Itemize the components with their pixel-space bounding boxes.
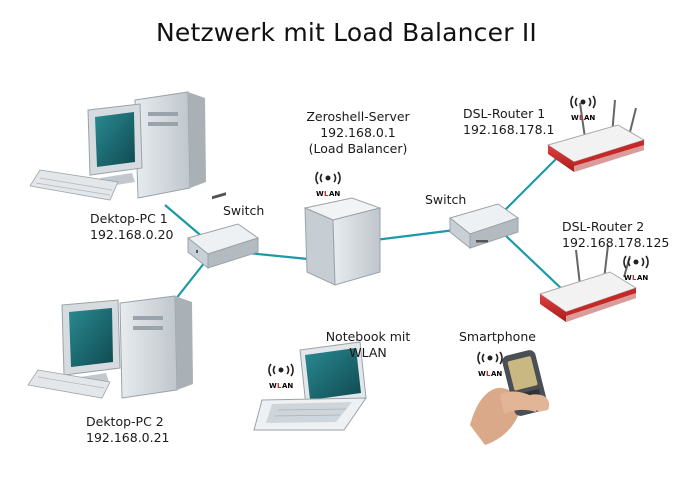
pc2-ip: 192.168.0.21: [86, 430, 170, 445]
notebook-label: Notebook mit WLAN: [316, 329, 420, 361]
pc1-ip: 192.168.0.20: [90, 227, 174, 242]
desktop-pc-1-icon: [29, 91, 206, 201]
svg-text:AN: AN: [584, 114, 595, 122]
pc1-label: Dektop-PC 1 192.168.0.20: [90, 211, 174, 243]
svg-text:W: W: [624, 274, 632, 282]
switch-right-icon: [448, 203, 520, 250]
router1-ip: 192.168.178.1: [463, 122, 555, 137]
svg-text:L: L: [277, 382, 282, 390]
svg-text:AN: AN: [637, 274, 648, 282]
switch-right-label: Switch: [425, 192, 467, 207]
notebook-icon: [253, 341, 367, 431]
server-icon: [303, 197, 382, 373]
svg-text:W: W: [478, 370, 486, 378]
server-ip: 192.168.0.1: [320, 125, 396, 140]
svg-text:L: L: [632, 274, 637, 282]
svg-text:AN: AN: [282, 382, 293, 390]
svg-text:AN: AN: [491, 370, 502, 378]
dsl-router-2-icon: [538, 244, 638, 322]
server-role: (Load Balancer): [308, 141, 408, 156]
switch-left-label: Switch: [223, 203, 265, 218]
cable-pc2-switch: [174, 261, 206, 301]
cable-switch-router1: [499, 149, 566, 216]
svg-text:W: W: [316, 190, 324, 198]
svg-text:W: W: [269, 382, 277, 390]
cable-switch-router2: [504, 234, 566, 293]
server-name: Zeroshell-Server: [306, 109, 410, 124]
router2-label: DSL-Router 2 192.168.178.125: [562, 219, 669, 251]
pc2-label: Dektop-PC 2 192.168.0.21: [86, 414, 170, 446]
svg-text:L: L: [579, 114, 584, 122]
router1-name: DSL-Router 1: [463, 106, 546, 121]
svg-text:W: W: [571, 114, 579, 122]
smartphone-label: Smartphone: [459, 329, 536, 344]
svg-text:AN: AN: [329, 190, 340, 198]
dsl-router-1-icon: [546, 99, 646, 172]
router2-ip: 192.168.178.125: [562, 235, 670, 250]
switch-left-icon: [186, 192, 260, 270]
router2-name: DSL-Router 2: [562, 219, 645, 234]
cable-server-switch: [374, 228, 456, 242]
notebook-line1: Notebook mit: [325, 329, 411, 344]
svg-text:L: L: [324, 190, 329, 198]
smartphone-icon: [470, 350, 550, 445]
diagram-title: Netzwerk mit Load Balancer II: [156, 18, 537, 47]
notebook-line2: WLAN: [349, 345, 387, 360]
desktop-pc-2-icon: [27, 295, 193, 399]
svg-text:L: L: [486, 370, 491, 378]
server-label: Zeroshell-Server 192.168.0.1 (Load Balan…: [300, 109, 416, 157]
router1-label: DSL-Router 1 192.168.178.1: [463, 106, 554, 138]
pc1-name: Dektop-PC 1: [90, 211, 168, 226]
pc2-name: Dektop-PC 2: [86, 414, 164, 429]
